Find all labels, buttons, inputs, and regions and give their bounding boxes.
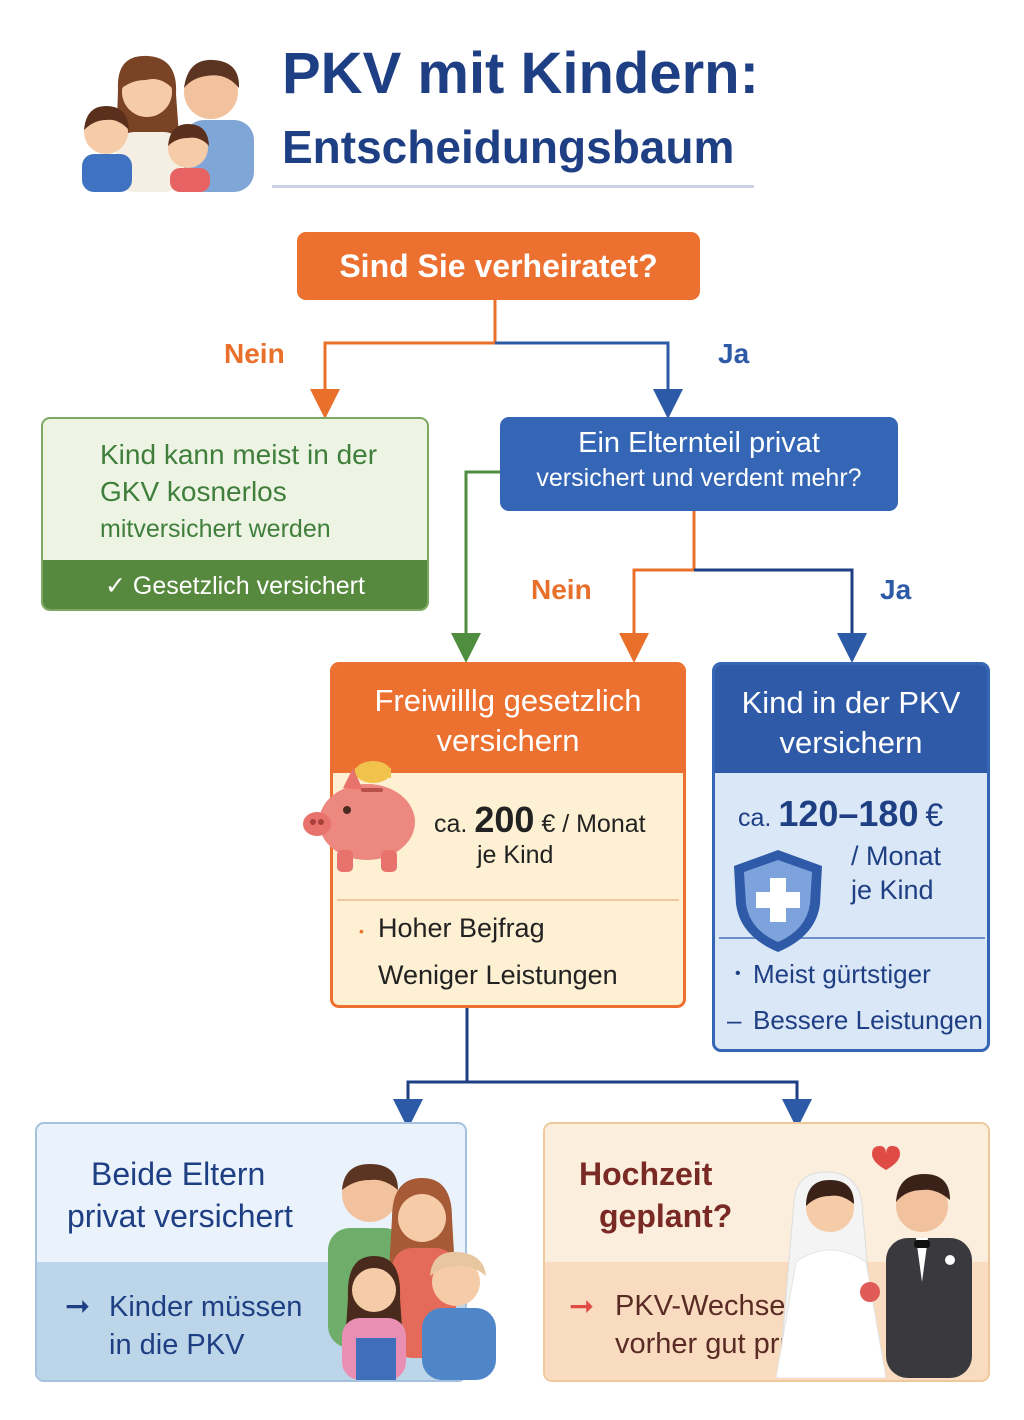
family-group-illustration	[328, 1164, 496, 1380]
pkv-bullet-dash: –	[727, 1005, 742, 1035]
gkv-footer: ✓ Gesetzlich versichert	[43, 560, 427, 609]
family-illustration	[82, 55, 254, 192]
wedding-result-line1: PKV-Wechsel	[615, 1290, 792, 1322]
pkv-title-line1: Kind in der PKV	[741, 685, 961, 720]
piggy-bank-icon	[303, 761, 415, 872]
connector-no-2	[619, 510, 696, 663]
voluntary-bullet-dot: •	[359, 923, 364, 939]
married-question-text: Sind Sie verheiratet?	[339, 247, 658, 284]
gkv-footer-text: ✓ Gesetzlich versichert	[105, 571, 365, 600]
voluntary-bullet1: Hoher Bejfrag	[378, 913, 545, 943]
pkv-price-line2: / Monat	[851, 841, 942, 871]
parent-question-line2: versichert und verdent mehr?	[536, 464, 862, 492]
connector-yes-1	[495, 341, 683, 419]
gkv-line3: mitversichert werden	[100, 515, 331, 543]
pkv-price-line3: je Kind	[851, 875, 934, 905]
wedding-title-line2: geplant?	[599, 1198, 733, 1234]
voluntary-price-suffix: € / Monat	[541, 810, 646, 838]
shield-plus-icon	[734, 850, 822, 952]
both-result-line1: Kinder müssen	[109, 1291, 303, 1323]
both-title-line1: Beide Eltern	[91, 1156, 266, 1192]
voluntary-header: Freiwilllg gesetzlich versichern	[333, 665, 683, 773]
pkv-bullet2: Bessere Leistungen	[753, 1005, 983, 1035]
arrow-right-icon: ➞	[65, 1290, 91, 1323]
connector-to-both-private	[393, 1008, 469, 1129]
page-subtitle: Entscheidungsbaum	[282, 121, 735, 173]
connector-to-voluntary-green	[451, 470, 500, 663]
parent-private-question-box: Ein Elternteil privat versichert und ver…	[500, 417, 898, 511]
pkv-bullet-dot: •	[735, 965, 741, 982]
voluntary-title-line2: versichern	[436, 723, 580, 758]
voluntary-bullet2: Weniger Leistungen	[378, 960, 618, 990]
pkv-price-prefix: ca.	[738, 804, 772, 832]
wedding-couple-illustration	[776, 1146, 972, 1378]
pkv-divider	[719, 937, 985, 939]
pkv-price-amount: 120–180	[778, 793, 919, 834]
gkv-line2: GKV kosnerlos	[100, 476, 287, 507]
both-result-line2: in die PKV	[109, 1329, 245, 1361]
pkv-title-line2: versichern	[779, 725, 923, 760]
label-no-2: Nein	[531, 574, 592, 605]
label-yes-2: Ja	[880, 574, 912, 605]
voluntary-price-amount: 200	[474, 799, 535, 840]
pkv-bullet1: Meist gürtstiger	[753, 959, 931, 989]
heart-icon	[872, 1146, 900, 1170]
voluntary-price-per: je Kind	[477, 841, 554, 869]
label-yes-1: Ja	[718, 338, 750, 369]
parent-question-line1: Ein Elternteil privat	[578, 427, 820, 459]
page-title: PKV mit Kindern:	[282, 41, 759, 106]
voluntary-title-line1: Freiwilllg gesetzlich	[374, 683, 642, 718]
gkv-free-box: Kind kann meist in der GKV kosnerlos mit…	[41, 417, 429, 611]
arrow-right-red-icon: ➞	[569, 1290, 595, 1323]
pkv-price-suffix: €	[925, 797, 944, 833]
title-divider	[272, 185, 754, 188]
child-pkv-box: Kind in der PKV versichern ca. 120–180 €…	[712, 662, 990, 1052]
voluntary-price-prefix: ca.	[434, 810, 468, 838]
married-question-box: Sind Sie verheiratet?	[297, 232, 700, 300]
both-title-line2: privat versichert	[67, 1198, 293, 1234]
voluntary-divider	[337, 899, 679, 901]
label-no-1: Nein	[224, 338, 285, 369]
gkv-line1: Kind kann meist in der	[100, 439, 378, 470]
pkv-header: Kind in der PKV versichern	[715, 665, 987, 773]
connector-yes-2	[694, 568, 867, 663]
connector-to-wedding	[467, 1080, 812, 1129]
connector-no-1	[310, 300, 497, 419]
wedding-title-line1: Hochzeit	[579, 1156, 713, 1192]
